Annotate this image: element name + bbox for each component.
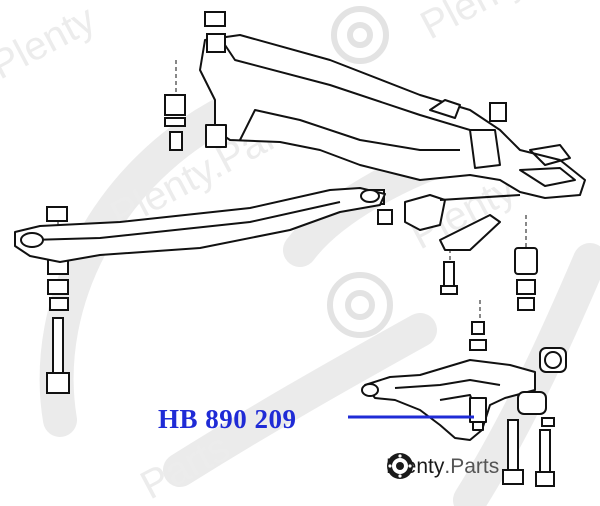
gear-disc-icon [387, 453, 413, 479]
watermark-discs [327, 6, 393, 338]
bolts [46, 261, 555, 487]
bracket [404, 194, 521, 251]
subframe-crossmember [199, 34, 586, 199]
svg-text:Parts: Parts [134, 425, 237, 506]
lower-control-arm [361, 347, 567, 441]
svg-text:Plenty: Plenty [414, 0, 533, 48]
brand-logo: Plenty.Parts [386, 452, 499, 482]
long-link-arm [14, 187, 386, 263]
svg-text:Plenty: Plenty [0, 0, 102, 88]
part-number-label[interactable]: HB 890 209 [158, 404, 297, 434]
brand-name-light: .Parts [444, 455, 500, 478]
